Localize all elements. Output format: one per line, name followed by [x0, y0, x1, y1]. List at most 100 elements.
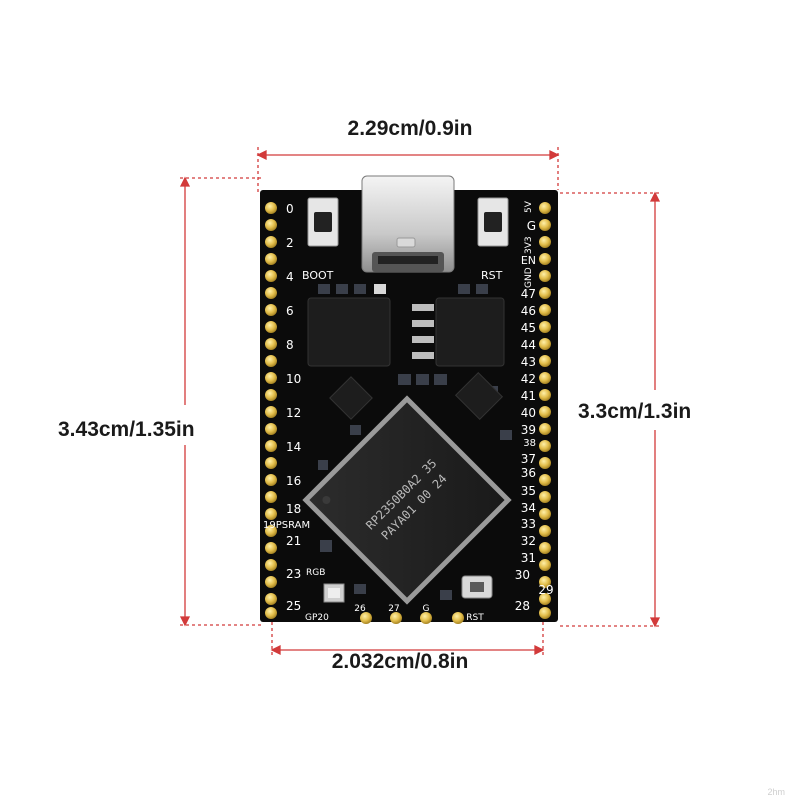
right-pin-label: EN: [521, 254, 536, 267]
left-pin-header: [265, 202, 277, 619]
dimension-bottom-label: 2.032cm/0.8in: [331, 650, 469, 673]
pin-pad: [265, 321, 277, 333]
right-pin-label: 43: [521, 355, 536, 369]
left-pin-label: 16: [286, 474, 301, 488]
pin-pad: [265, 576, 277, 588]
right-pin-label: 45: [521, 321, 536, 335]
pin-pad: [539, 559, 551, 571]
pin-pad: [265, 559, 277, 571]
pin-pad: [265, 474, 277, 486]
left-pin-label: 0: [286, 202, 294, 216]
left-pin-label: 21: [286, 534, 301, 548]
bottom-pin-label: G: [423, 604, 430, 614]
bottom-pin-label: 27: [388, 604, 399, 614]
pin-pad: [265, 440, 277, 452]
pin-pad: [265, 270, 277, 282]
pin-pad: [539, 372, 551, 384]
right-pin-label: 40: [521, 406, 536, 420]
right-pin-label: 42: [521, 372, 536, 386]
right-pin-label: 32: [521, 534, 536, 548]
left-pin-label: 12: [286, 406, 301, 420]
pin-pad: [539, 542, 551, 554]
right-pin-label: 31: [521, 551, 536, 565]
bottom-pin-header: [360, 612, 464, 624]
pin-pad: [265, 372, 277, 384]
left-pin-label: 4: [286, 270, 294, 284]
pin-pad: [265, 287, 277, 299]
pin-pad: [265, 406, 277, 418]
gp20-label: GP20: [305, 613, 329, 623]
left-pin-label: 19PSRAM: [263, 520, 310, 531]
pin-pad: [539, 423, 551, 435]
pin-pad: [265, 423, 277, 435]
crystal-small: [329, 376, 373, 420]
right-pin-label: 39: [521, 423, 536, 437]
right-pin-label: 36: [521, 466, 536, 480]
right-pin-labels: 5V G 3V3 EN GND 47 46 45 44 43 42 41 40 …: [515, 200, 554, 613]
pin-pad: [539, 525, 551, 537]
pin-pad: [539, 355, 551, 367]
right-pin-label: 44: [521, 338, 536, 352]
right-pin-label: 29: [538, 583, 553, 597]
pin-pad: [539, 253, 551, 265]
right-pin-label: 33: [521, 517, 536, 531]
pin-pad: [265, 389, 277, 401]
right-pin-label: 3V3: [524, 236, 534, 254]
pin-pad: [539, 304, 551, 316]
left-pin-label: 8: [286, 338, 294, 352]
bottom-pin-label: RST: [466, 613, 484, 623]
pin-pad: [265, 593, 277, 605]
pin-pad: [452, 612, 464, 624]
pin-pad: [539, 474, 551, 486]
left-pin-label: 18: [286, 502, 301, 516]
voltage-regulator-left: [307, 284, 391, 367]
right-pin-label: 34: [521, 501, 536, 515]
dimension-right-label: 3.3cm/1.3in: [578, 400, 692, 423]
rgb-label: RGB: [306, 568, 325, 578]
pin-pad: [539, 491, 551, 503]
pin-pad: [539, 457, 551, 469]
pin-pad: [539, 236, 551, 248]
pin-pad: [539, 593, 551, 605]
pin-pad: [539, 389, 551, 401]
pin-pad: [539, 287, 551, 299]
pin-pad: [539, 270, 551, 282]
pin-pad: [265, 508, 277, 520]
right-pin-label: 5V: [524, 200, 534, 213]
pin-pad: [539, 607, 551, 619]
pin-pad: [539, 219, 551, 231]
right-pin-label: GND: [524, 267, 534, 288]
left-pin-label: 25: [286, 599, 301, 613]
reset-label: RST: [481, 269, 503, 282]
right-pin-label: 47: [521, 287, 536, 301]
pin-pad: [265, 542, 277, 554]
right-pin-label: 46: [521, 304, 536, 318]
pin-pad: [265, 236, 277, 248]
pin-pad: [265, 525, 277, 537]
left-pin-label: 2: [286, 236, 294, 250]
left-pin-label: 10: [286, 372, 301, 386]
pin-pad: [539, 202, 551, 214]
dimension-left-label: 3.43cm/1.35in: [58, 418, 195, 441]
pin-pad: [539, 338, 551, 350]
pin-pad: [420, 612, 432, 624]
pin-pad: [360, 612, 372, 624]
pin-pad: [539, 508, 551, 520]
right-pin-header: [539, 202, 551, 619]
bottom-pin-labels: 26 27 G RST: [354, 604, 484, 623]
right-pin-label: 30: [515, 568, 530, 582]
left-pin-label: 23: [286, 567, 301, 581]
right-pin-label: G: [527, 219, 536, 233]
right-pin-label: 37: [521, 452, 536, 466]
watermark: 2hm: [767, 787, 785, 797]
usb-c-connector: [361, 175, 455, 273]
rgb-led: [323, 583, 345, 603]
ldo-regulator: [454, 371, 504, 421]
pin-pad: [539, 440, 551, 452]
pin-pad: [265, 607, 277, 619]
boot-button: [307, 197, 339, 247]
rp2350b-chip: RP2350B0A2 35 PAYA01 00 24: [302, 395, 512, 605]
pin-pad: [539, 321, 551, 333]
pin-pad: [539, 576, 551, 588]
pin-pad: [265, 304, 277, 316]
